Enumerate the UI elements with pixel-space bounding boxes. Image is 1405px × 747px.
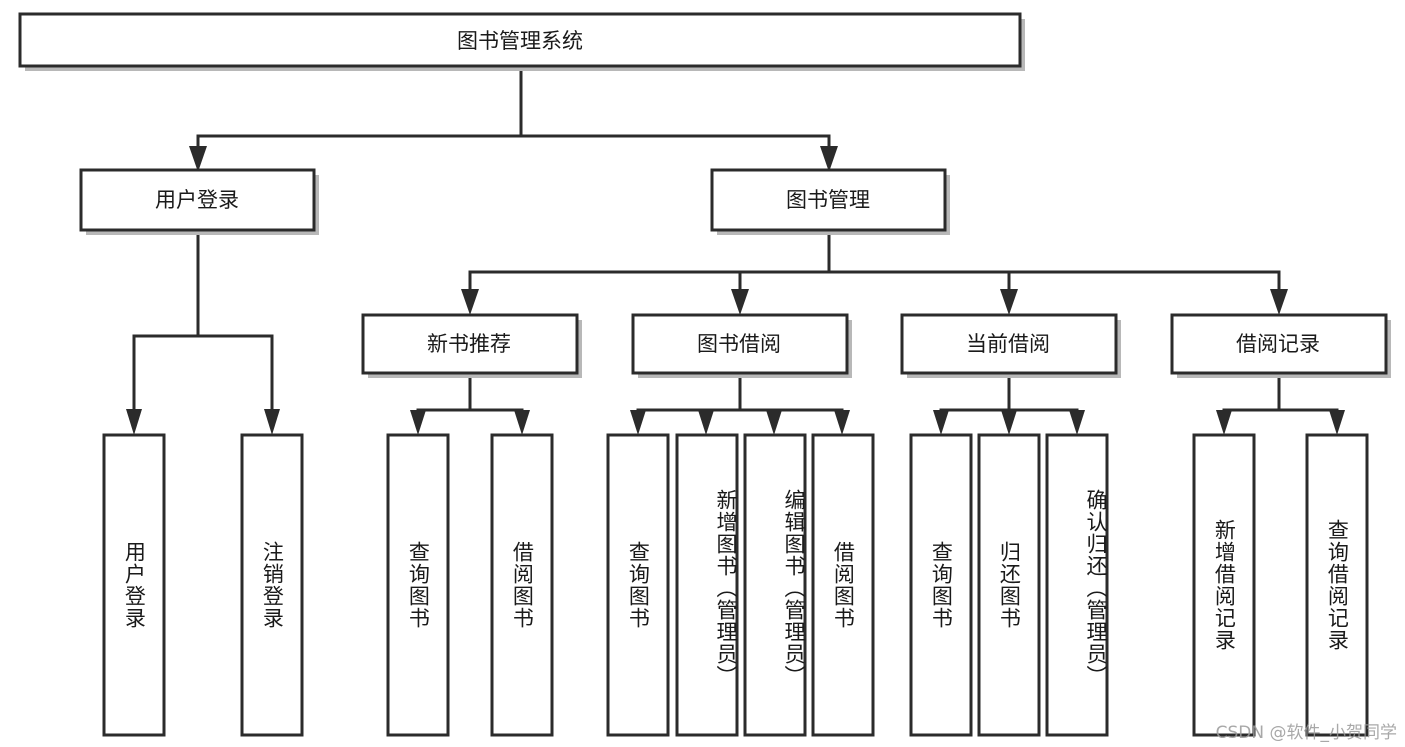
arrow-user-leaf-2 — [264, 409, 280, 435]
node-borrow-box[interactable] — [631, 313, 849, 375]
node-leaf-box-8[interactable] — [811, 433, 875, 737]
node-book-mgmt-label: 图书管理 — [786, 188, 870, 212]
node-user-login-label: 用户登录 — [155, 188, 239, 212]
node-newbook-box[interactable] — [361, 313, 579, 375]
arrow-record-leaf-2 — [1329, 410, 1345, 435]
node-leaf-box-2[interactable] — [240, 433, 304, 737]
csdn-watermark: CSDN @软件_小贺同学 — [1215, 723, 1397, 743]
arrow-book-to-record — [1270, 289, 1288, 315]
connector-group-current — [933, 372, 1085, 435]
node-leaf-box-6[interactable] — [675, 433, 739, 737]
node-current-label: 当前借阅 — [966, 332, 1050, 356]
arrow-root-to-user — [189, 146, 207, 172]
node-leaf-box-13[interactable] — [1305, 433, 1369, 737]
arrow-current-leaf-3 — [1069, 410, 1085, 435]
connector-group-newbook — [410, 372, 530, 435]
node-newbook-label: 新书推荐 — [427, 332, 511, 356]
arrow-newbook-leaf-1 — [410, 410, 426, 435]
node-leaf-box-7[interactable] — [743, 433, 807, 737]
connector-group-user-login — [126, 230, 280, 435]
arrow-borrow-leaf-1 — [630, 410, 646, 435]
node-root-label: 图书管理系统 — [457, 29, 583, 53]
arrow-book-to-borrow — [731, 289, 749, 315]
connector-group-book-mgmt — [461, 230, 1288, 315]
arrow-book-to-current — [1000, 289, 1018, 315]
node-current-box[interactable] — [900, 313, 1118, 375]
node-leaf-box-5[interactable] — [606, 433, 670, 737]
arrow-current-leaf-2 — [1001, 410, 1017, 435]
arrow-user-leaf-1 — [126, 409, 142, 435]
connector-group-borrow — [630, 372, 850, 435]
connector-group-record — [1216, 372, 1345, 435]
node-record-label: 借阅记录 — [1236, 332, 1320, 356]
node-leaf-box-9[interactable] — [909, 433, 973, 737]
node-leaf-box-1[interactable] — [102, 433, 166, 737]
arrow-borrow-leaf-2 — [698, 410, 714, 435]
arrow-borrow-leaf-3 — [766, 410, 782, 435]
arrow-root-to-book — [820, 146, 838, 172]
node-borrow-label: 图书借阅 — [697, 332, 781, 356]
arrow-book-to-newbook — [461, 289, 479, 315]
node-leaf-box-4[interactable] — [490, 433, 554, 737]
arrow-newbook-leaf-2 — [514, 410, 530, 435]
node-root-box[interactable] — [18, 12, 1022, 68]
arrow-current-leaf-1 — [933, 410, 949, 435]
node-record-box[interactable] — [1170, 313, 1388, 375]
arrow-borrow-leaf-4 — [834, 410, 850, 435]
node-leaf-box-10[interactable] — [977, 433, 1041, 737]
node-user-login-box[interactable] — [79, 168, 316, 232]
node-leaf-box-11[interactable] — [1045, 433, 1109, 737]
node-leaf-box-3[interactable] — [386, 433, 450, 737]
connector-group-root — [189, 64, 838, 172]
node-leaf-box-12[interactable] — [1192, 433, 1256, 737]
node-book-mgmt-box[interactable] — [710, 168, 947, 232]
arrow-record-leaf-1 — [1216, 410, 1232, 435]
